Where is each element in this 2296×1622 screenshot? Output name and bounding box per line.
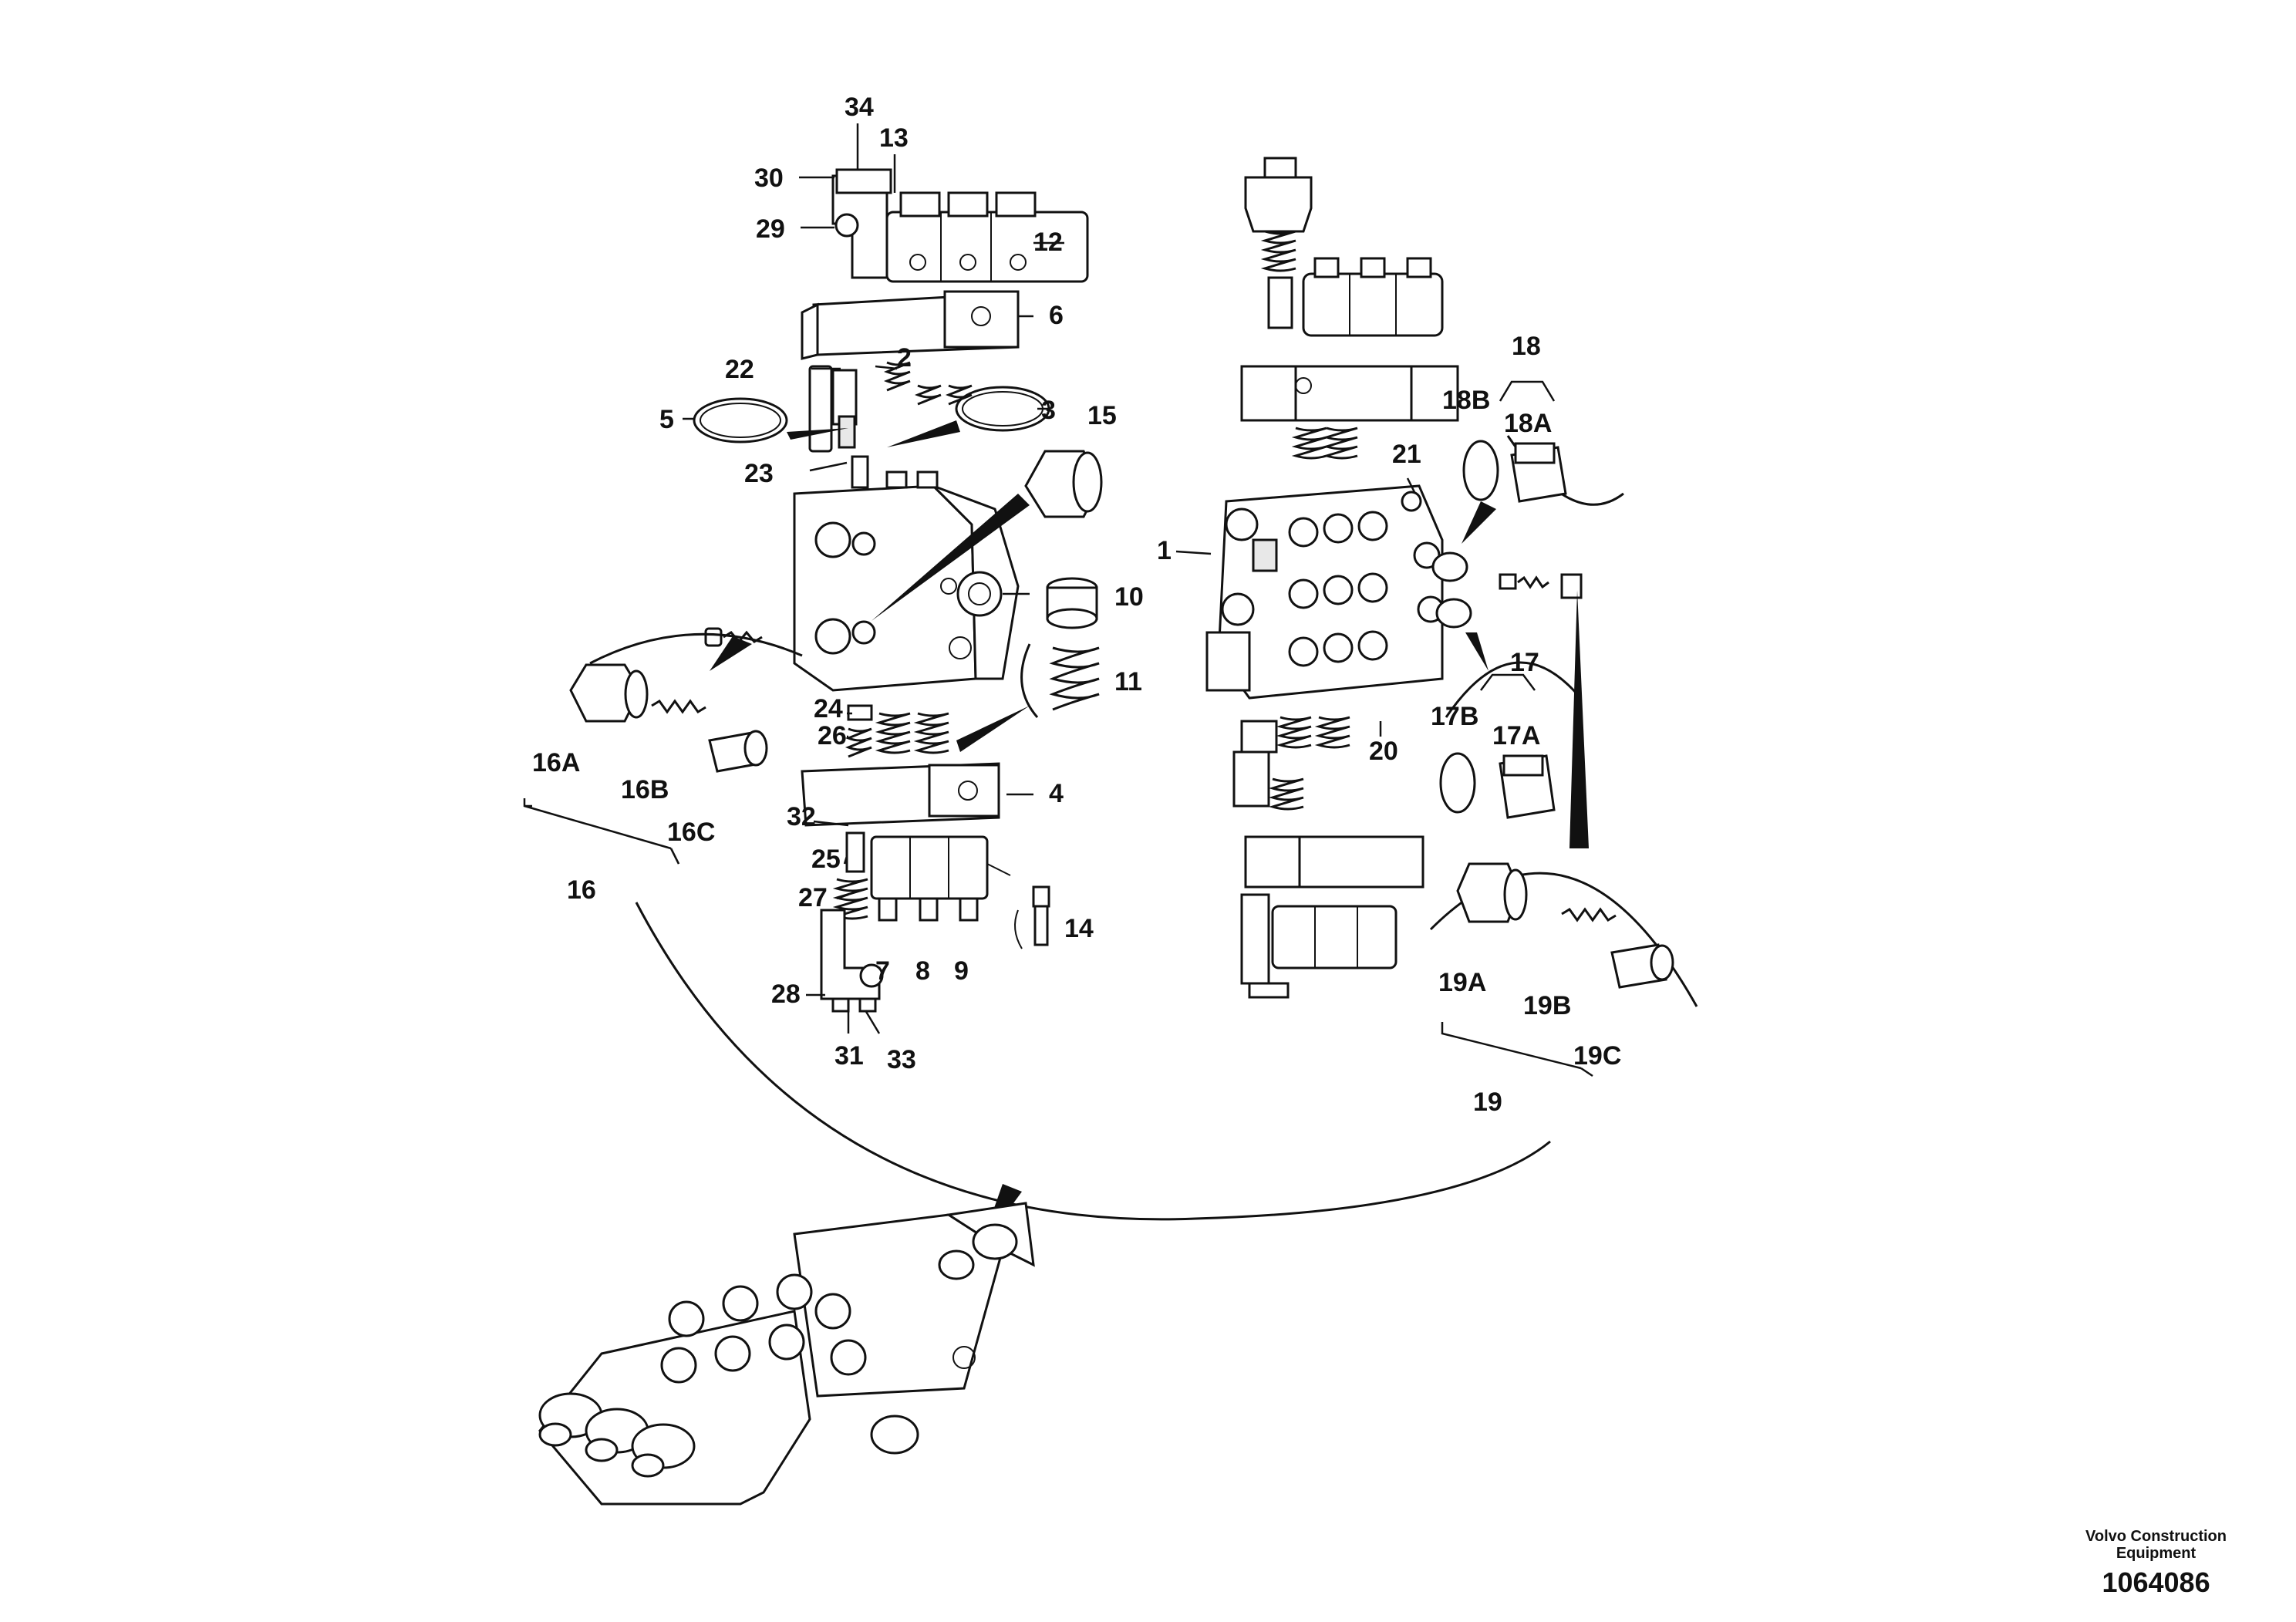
callout-28: 28 xyxy=(771,980,801,1009)
footer: Volvo Construction Equipment 1064086 xyxy=(2085,1528,2227,1599)
callout-labels: 34 13 30 29 12 6 22 2 5 3 15 23 10 11 24… xyxy=(532,93,1621,1117)
detail-arc xyxy=(635,902,1551,1221)
detail-19 xyxy=(1429,590,1698,1077)
bottom-isometric-valve xyxy=(538,1202,1035,1506)
company-name-line1: Volvo Construction xyxy=(2085,1528,2227,1545)
callout-11: 11 xyxy=(1114,667,1142,696)
callout-3: 3 xyxy=(1041,396,1056,425)
callout-24: 24 xyxy=(814,694,843,723)
callout-18: 18 xyxy=(1512,332,1541,361)
callout-18B: 18B xyxy=(1442,386,1490,415)
callout-18A: 18A xyxy=(1504,409,1552,438)
callout-23: 23 xyxy=(744,459,774,488)
callout-16C: 16C xyxy=(667,818,715,847)
callout-6: 6 xyxy=(1049,301,1064,330)
callout-33: 33 xyxy=(887,1045,916,1074)
callout-19A: 19A xyxy=(1438,968,1486,997)
callout-17B: 17B xyxy=(1431,702,1478,731)
callout-1: 1 xyxy=(1157,536,1172,565)
parts-10-11 xyxy=(1046,577,1100,711)
callout-14: 14 xyxy=(1064,914,1094,943)
callout-32: 32 xyxy=(787,802,816,831)
leader-lines xyxy=(683,123,1417,1034)
callout-17A: 17A xyxy=(1492,721,1540,750)
company-name-line2: Equipment xyxy=(2116,1545,2197,1562)
callout-25: 25 xyxy=(811,845,841,874)
callout-16A: 16A xyxy=(532,748,580,777)
callout-31: 31 xyxy=(834,1041,864,1071)
callout-19: 19 xyxy=(1473,1088,1502,1117)
callout-19C: 19C xyxy=(1573,1041,1621,1071)
callout-9: 9 xyxy=(954,956,969,986)
callout-7: 7 xyxy=(875,956,890,986)
callout-8: 8 xyxy=(915,956,930,986)
callout-21: 21 xyxy=(1392,440,1421,469)
callout-2: 2 xyxy=(897,343,912,373)
callout-5: 5 xyxy=(659,405,674,434)
detail-16 xyxy=(523,632,803,865)
callout-20: 20 xyxy=(1369,737,1398,766)
callout-29: 29 xyxy=(756,214,785,244)
callout-22: 22 xyxy=(725,355,754,384)
plug-15 xyxy=(872,450,1103,621)
callout-17: 17 xyxy=(1510,648,1539,677)
left-exploded-valve-assembly xyxy=(693,168,1103,1013)
callout-12: 12 xyxy=(1033,228,1063,257)
detail-17 xyxy=(1439,632,1579,819)
callout-16: 16 xyxy=(567,875,596,905)
callout-34: 34 xyxy=(845,93,874,122)
detail-18 xyxy=(1462,380,1624,544)
callout-26: 26 xyxy=(818,721,847,750)
right-assembled-valve xyxy=(1205,157,1583,999)
callout-27: 27 xyxy=(798,883,828,912)
callout-10: 10 xyxy=(1114,582,1144,612)
callout-13: 13 xyxy=(879,123,909,153)
callout-4: 4 xyxy=(1049,779,1064,808)
document-number: 1064086 xyxy=(2102,1566,2210,1598)
callout-30: 30 xyxy=(754,164,784,193)
callout-16B: 16B xyxy=(621,775,669,804)
callout-19B: 19B xyxy=(1523,991,1571,1020)
callout-15: 15 xyxy=(1087,401,1117,430)
